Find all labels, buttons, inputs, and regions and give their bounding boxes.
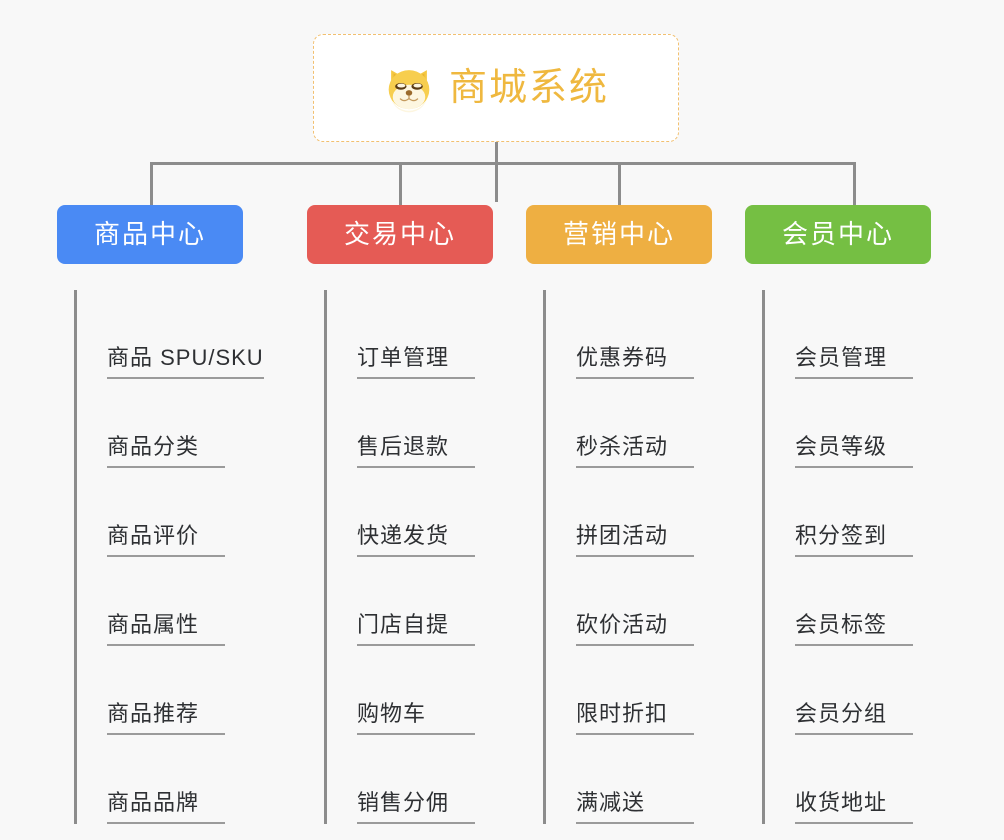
- list-item[interactable]: 售后退款: [327, 379, 537, 469]
- branch-items-4: 会员管理 会员等级 积分签到 会员标签 会员分组 收货地址: [762, 290, 975, 825]
- list-item-label: 秒杀活动: [576, 434, 694, 469]
- connector-drop-2: [399, 162, 402, 207]
- list-item[interactable]: 会员标签: [765, 557, 975, 647]
- list-item-label: 满减送: [576, 790, 694, 825]
- list-item[interactable]: 商品属性: [77, 557, 287, 647]
- list-item[interactable]: 限时折扣: [546, 646, 756, 736]
- connector-drop-1: [150, 162, 153, 207]
- list-item-label: 售后退款: [357, 434, 475, 469]
- list-item[interactable]: 优惠券码: [546, 290, 756, 380]
- branch-marketing-center: 营销中心 优惠券码 秒杀活动 拼团活动 砍价活动 限时折扣 满减送: [526, 205, 756, 825]
- list-item-label: 商品品牌: [107, 790, 225, 825]
- connector-horizontal-bus: [150, 162, 856, 165]
- list-item-label: 购物车: [357, 701, 475, 736]
- list-item-label: 门店自提: [357, 612, 475, 647]
- list-item-label: 会员分组: [795, 701, 913, 736]
- list-item-label: 积分签到: [795, 523, 913, 558]
- list-item-label: 会员标签: [795, 612, 913, 647]
- list-item[interactable]: 秒杀活动: [546, 379, 756, 469]
- branch-header-2[interactable]: 交易中心: [307, 205, 493, 265]
- list-item[interactable]: 满减送: [546, 735, 756, 825]
- list-item[interactable]: 砍价活动: [546, 557, 756, 647]
- list-item[interactable]: 门店自提: [327, 557, 537, 647]
- list-item[interactable]: 商品品牌: [77, 735, 287, 825]
- list-item-label: 商品评价: [107, 523, 225, 558]
- shiba-dog-icon: [383, 62, 435, 114]
- list-item-label: 快递发货: [357, 523, 475, 558]
- list-item[interactable]: 快递发货: [327, 468, 537, 558]
- list-item-label: 商品 SPU/SKU: [107, 345, 264, 380]
- list-item-label: 限时折扣: [576, 701, 694, 736]
- list-item-label: 会员等级: [795, 434, 913, 469]
- list-item[interactable]: 商品 SPU/SKU: [77, 290, 287, 380]
- list-item[interactable]: 会员管理: [765, 290, 975, 380]
- list-item-label: 拼团活动: [576, 523, 694, 558]
- connector-drop-3: [618, 162, 621, 207]
- branch-header-4[interactable]: 会员中心: [745, 205, 931, 265]
- branch-items-3: 优惠券码 秒杀活动 拼团活动 砍价活动 限时折扣 满减送: [543, 290, 756, 825]
- list-item-label: 订单管理: [357, 345, 475, 380]
- list-item[interactable]: 会员分组: [765, 646, 975, 736]
- list-item[interactable]: 订单管理: [327, 290, 537, 380]
- list-item-label: 砍价活动: [576, 612, 694, 647]
- list-item[interactable]: 商品分类: [77, 379, 287, 469]
- list-item-label: 优惠券码: [576, 345, 694, 380]
- root-title: 商城系统: [448, 67, 609, 109]
- list-item-label: 商品属性: [107, 612, 225, 647]
- list-item[interactable]: 购物车: [327, 646, 537, 736]
- list-item[interactable]: 商品推荐: [77, 646, 287, 736]
- list-item[interactable]: 会员等级: [765, 379, 975, 469]
- branch-trade-center: 交易中心 订单管理 售后退款 快递发货 门店自提 购物车 销售分佣: [307, 205, 537, 825]
- branch-header-1[interactable]: 商品中心: [57, 205, 243, 265]
- list-item[interactable]: 销售分佣: [327, 735, 537, 825]
- list-item-label: 收货地址: [795, 790, 913, 825]
- connector-drop-4: [853, 162, 856, 207]
- list-item[interactable]: 商品评价: [77, 468, 287, 558]
- list-item-label: 商品推荐: [107, 701, 225, 736]
- list-item[interactable]: 收货地址: [765, 735, 975, 825]
- branch-member-center: 会员中心 会员管理 会员等级 积分签到 会员标签 会员分组 收货地址: [745, 205, 975, 825]
- branch-items-1: 商品 SPU/SKU 商品分类 商品评价 商品属性 商品推荐 商品品牌: [74, 290, 287, 825]
- list-item-label: 销售分佣: [357, 790, 475, 825]
- branch-product-center: 商品中心 商品 SPU/SKU 商品分类 商品评价 商品属性 商品推荐 商品品牌: [57, 205, 287, 825]
- branch-header-3[interactable]: 营销中心: [526, 205, 712, 265]
- list-item[interactable]: 积分签到: [765, 468, 975, 558]
- connector-root-stem: [495, 142, 498, 202]
- list-item-label: 会员管理: [795, 345, 913, 380]
- list-item-label: 商品分类: [107, 434, 225, 469]
- root-node[interactable]: 商城系统: [313, 34, 679, 142]
- branch-items-2: 订单管理 售后退款 快递发货 门店自提 购物车 销售分佣: [324, 290, 537, 825]
- list-item[interactable]: 拼团活动: [546, 468, 756, 558]
